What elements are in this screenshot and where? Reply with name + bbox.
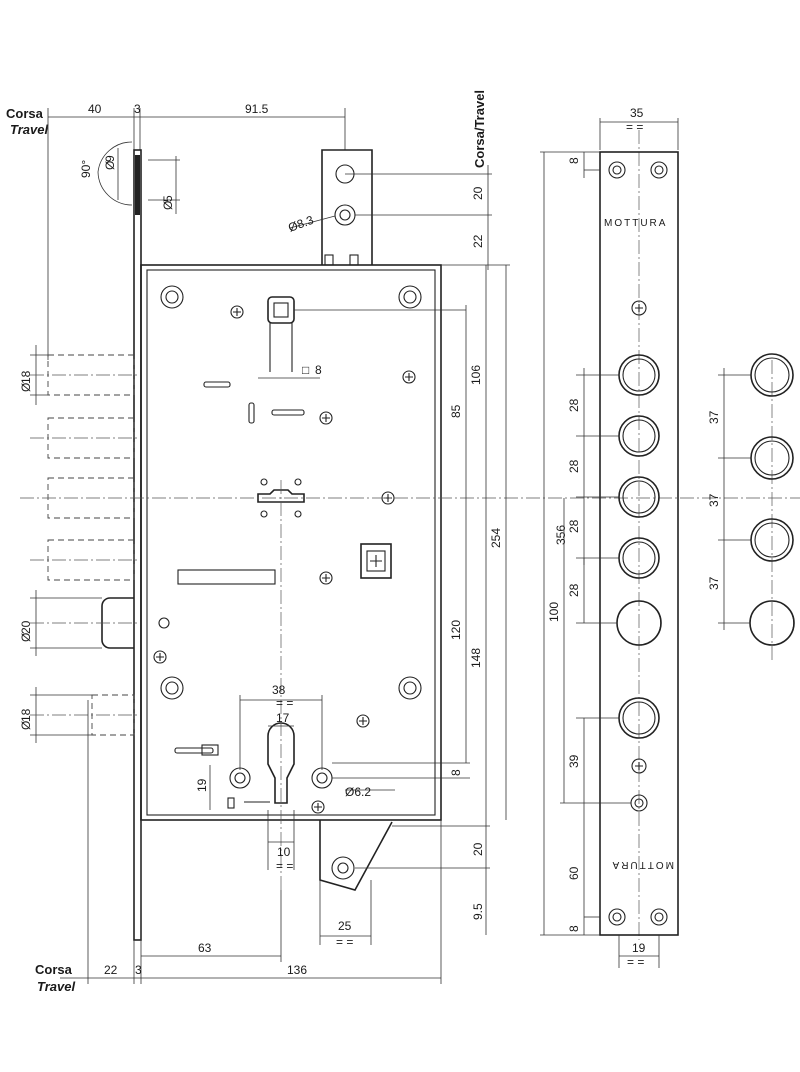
dim-diameter-5-symbol: Ø — [161, 201, 175, 210]
dim-plate-35: 35 — [630, 106, 644, 120]
dim-pitch-37-c: 37 — [707, 576, 721, 590]
dim-plate-28-d: 28 — [567, 583, 581, 597]
dim-d5: 5 — [161, 195, 175, 202]
dim-plate-39: 39 — [567, 754, 581, 768]
dim-38-equal-marks: = = — [276, 696, 293, 710]
travel-label-bottom: Travel — [37, 979, 75, 994]
center-lines — [20, 130, 800, 940]
dim-85: 85 — [449, 404, 463, 418]
dim-8-right: 8 — [449, 769, 463, 776]
deadbolts: Ø 18 Ø 20 Ø 18 — [19, 345, 135, 743]
dim-10: 10 — [277, 845, 291, 859]
strike-plate: 35 = = MOTTURA MOTTURA 356 8 28 28 28 28 — [540, 106, 679, 969]
forend-plate — [133, 149, 142, 941]
top-dimensions: Corsa Travel 40 3 91.5 90° Ø 9 Ø 5 — [6, 102, 346, 360]
dim-20-top: 20 — [471, 186, 485, 200]
dim-17: 17 — [276, 711, 290, 725]
dim-plate-100: 100 — [547, 602, 561, 622]
screw-group — [153, 305, 416, 814]
dim-19-left: 19 — [195, 778, 209, 792]
corsa-label-bottom: Corsa — [35, 962, 73, 977]
lock-body: □ 8 — [140, 149, 442, 891]
dim-plate-19: 19 — [632, 941, 646, 955]
dim-diameter-9-symbol: Ø — [103, 161, 117, 170]
dim-3-top: 3 — [134, 102, 141, 116]
cylinder-dimensions: 38 = = 17 19 10 = = 25 = = — [195, 683, 372, 949]
dim-pitch-37-a: 37 — [707, 410, 721, 424]
dim-3-bottom: 3 — [135, 963, 142, 977]
dim-plate-8-bottom: 8 — [567, 925, 581, 932]
brand-label-bottom: MOTTURA — [611, 859, 674, 870]
dim-d8-3: Ø8.3 — [286, 213, 316, 235]
dim-38: 38 — [272, 683, 286, 697]
dim-106: 106 — [469, 365, 483, 385]
corsa-label-top: Corsa — [6, 106, 44, 121]
dim-plate-28-c: 28 — [567, 519, 581, 533]
dim-22-bottom: 22 — [104, 963, 118, 977]
dim-356: 356 — [554, 525, 568, 545]
dim-d20-left: 20 — [19, 620, 33, 634]
bottom-dimensions: 63 136 22 3 Corsa Travel — [35, 700, 441, 994]
dim-diameter-18-lower-symbol: Ø — [19, 721, 33, 730]
bolt-pitch-view: 37 37 37 — [707, 353, 795, 646]
corsa-travel-label: Corsa/Travel — [472, 90, 487, 168]
dim-angle-90: 90° — [79, 160, 93, 178]
dim-sq8: 8 — [315, 363, 322, 377]
dim-148: 148 — [469, 648, 483, 668]
travel-label-top: Travel — [10, 122, 48, 137]
dim-pitch-37-b: 37 — [707, 493, 721, 507]
dim-plate-60: 60 — [567, 866, 581, 880]
dim-40: 40 — [88, 102, 102, 116]
dim-10-equal-marks: = = — [276, 859, 293, 873]
dim-diameter-20-left-symbol: Ø — [19, 633, 33, 642]
dim-136: 136 — [287, 963, 307, 977]
dim-plate-28-b: 28 — [567, 459, 581, 473]
dim-d18-lower: 18 — [19, 708, 33, 722]
dim-254: 254 — [489, 528, 503, 548]
brand-label-top: MOTTURA — [604, 218, 667, 229]
dim-plate-19-equal-marks: = = — [627, 955, 644, 969]
dim-25-equal-marks: = = — [336, 935, 353, 949]
dim-plate-28-a: 28 — [567, 398, 581, 412]
dim-20-bottom: 20 — [471, 842, 485, 856]
dim-63: 63 — [198, 941, 212, 955]
body-vertical-dimensions: Corsa/Travel 20 22 Ø8.3 106 85 254 120 1… — [286, 90, 510, 984]
dim-d18-upper: 18 — [19, 370, 33, 384]
dim-91-5: 91.5 — [245, 102, 269, 116]
dim-d9: 9 — [103, 155, 117, 162]
dim-diameter-18-upper-symbol: Ø — [19, 383, 33, 392]
dim-plate-8-top: 8 — [567, 157, 581, 164]
dim-d6-2: Ø6.2 — [345, 785, 371, 799]
dim-plate-35-equal-marks: = = — [626, 120, 643, 134]
dim-square-8: □ — [302, 363, 309, 377]
dim-25: 25 — [338, 919, 352, 933]
dim-22: 22 — [471, 234, 485, 248]
dim-120: 120 — [449, 620, 463, 640]
dim-9-5: 9.5 — [471, 903, 485, 920]
